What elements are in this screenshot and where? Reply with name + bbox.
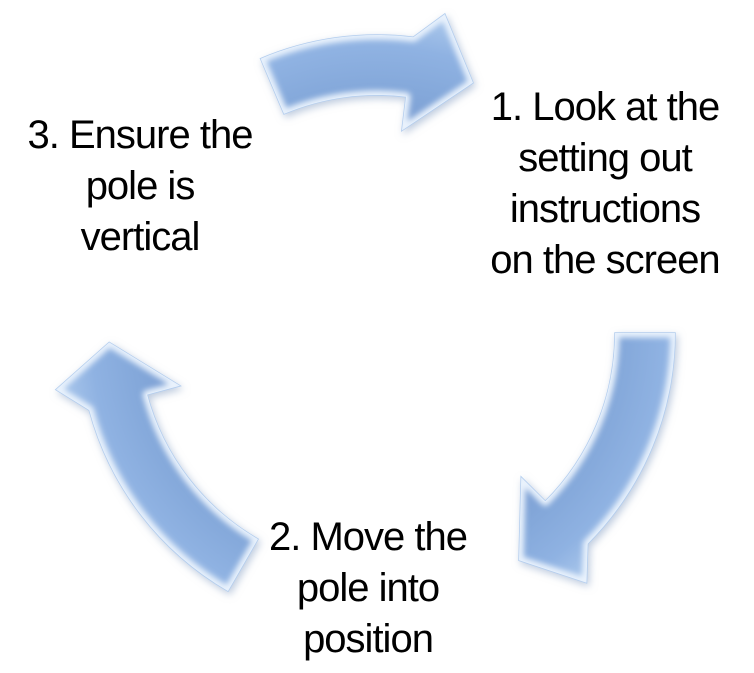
cycle-arrow-step3-to-step1 xyxy=(259,12,474,133)
step-3-line-1: 3. Ensure the xyxy=(27,113,254,157)
arrow-right-icon xyxy=(518,332,676,584)
step-2-label: 2. Move the pole into position xyxy=(218,512,518,665)
step-1-line-3: instructions xyxy=(509,187,701,231)
step-2-line-1: 2. Move the xyxy=(268,515,468,559)
step-1-line-1: 1. Look at the xyxy=(490,85,720,129)
arrow-top-icon xyxy=(259,12,474,133)
cycle-arrow-step1-to-step2 xyxy=(518,332,676,584)
step-3-label: 3. Ensure the pole is vertical xyxy=(0,110,280,263)
step-3-line-2: pole is xyxy=(85,164,196,208)
step-1-label: 1. Look at the setting out instructions … xyxy=(450,82,754,286)
step-3-line-3: vertical xyxy=(80,215,201,259)
step-2-line-2: pole into xyxy=(296,566,440,610)
step-1-line-2: setting out xyxy=(518,136,693,180)
step-2-line-3: position xyxy=(303,617,434,661)
step-1-line-4: on the screen xyxy=(490,238,720,282)
arrow-top-highlight xyxy=(260,14,473,131)
cycle-arrow-step2-to-step3 xyxy=(54,341,260,593)
